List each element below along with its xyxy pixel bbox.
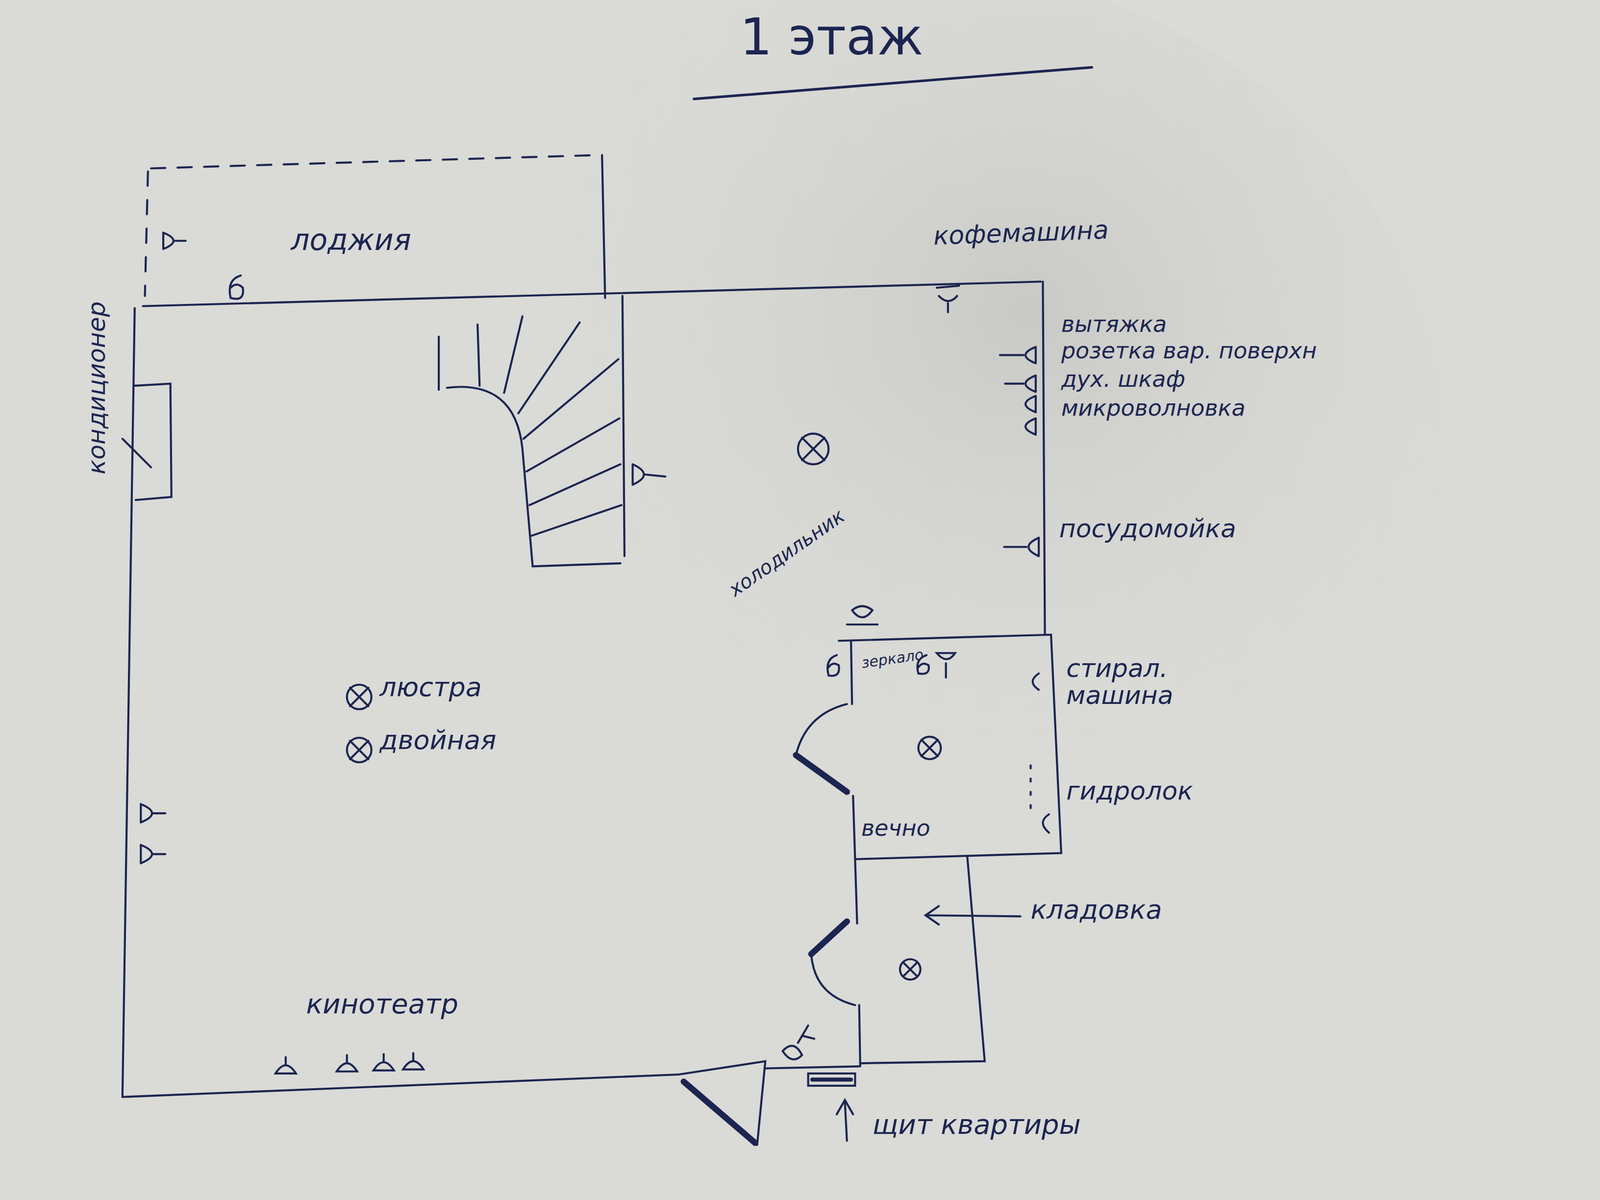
plan-label: гидролок — [1066, 777, 1193, 805]
plan-label: щит квартиры — [872, 1110, 1081, 1140]
plan-label: розетка вар. поверхн — [1061, 338, 1317, 363]
plan-label: микроволновка — [1061, 396, 1246, 420]
plan-label: двойная — [379, 726, 497, 755]
room-label: зеркало — [860, 646, 925, 671]
plan-label: вытяжка — [1061, 312, 1167, 336]
room-area: лоджия — [148, 163, 602, 297]
room-area: зеркало вечно — [854, 640, 1059, 855]
plan-label: стирал. машина — [1066, 654, 1240, 709]
plan-label: посудомойка — [1059, 515, 1237, 543]
plan-label: кондиционер — [83, 301, 110, 475]
plan-label: дух. шкаф — [1061, 367, 1186, 391]
plan-label: кофемашина — [932, 216, 1110, 250]
plan-label: люстра — [379, 673, 482, 702]
plan-title: 1 этаж — [739, 10, 924, 64]
plan-label: кинотеатр — [305, 989, 459, 1019]
plan-label: кладовка — [1030, 896, 1162, 925]
room-label: лоджия — [290, 224, 412, 256]
room-label: вечно — [861, 816, 931, 840]
